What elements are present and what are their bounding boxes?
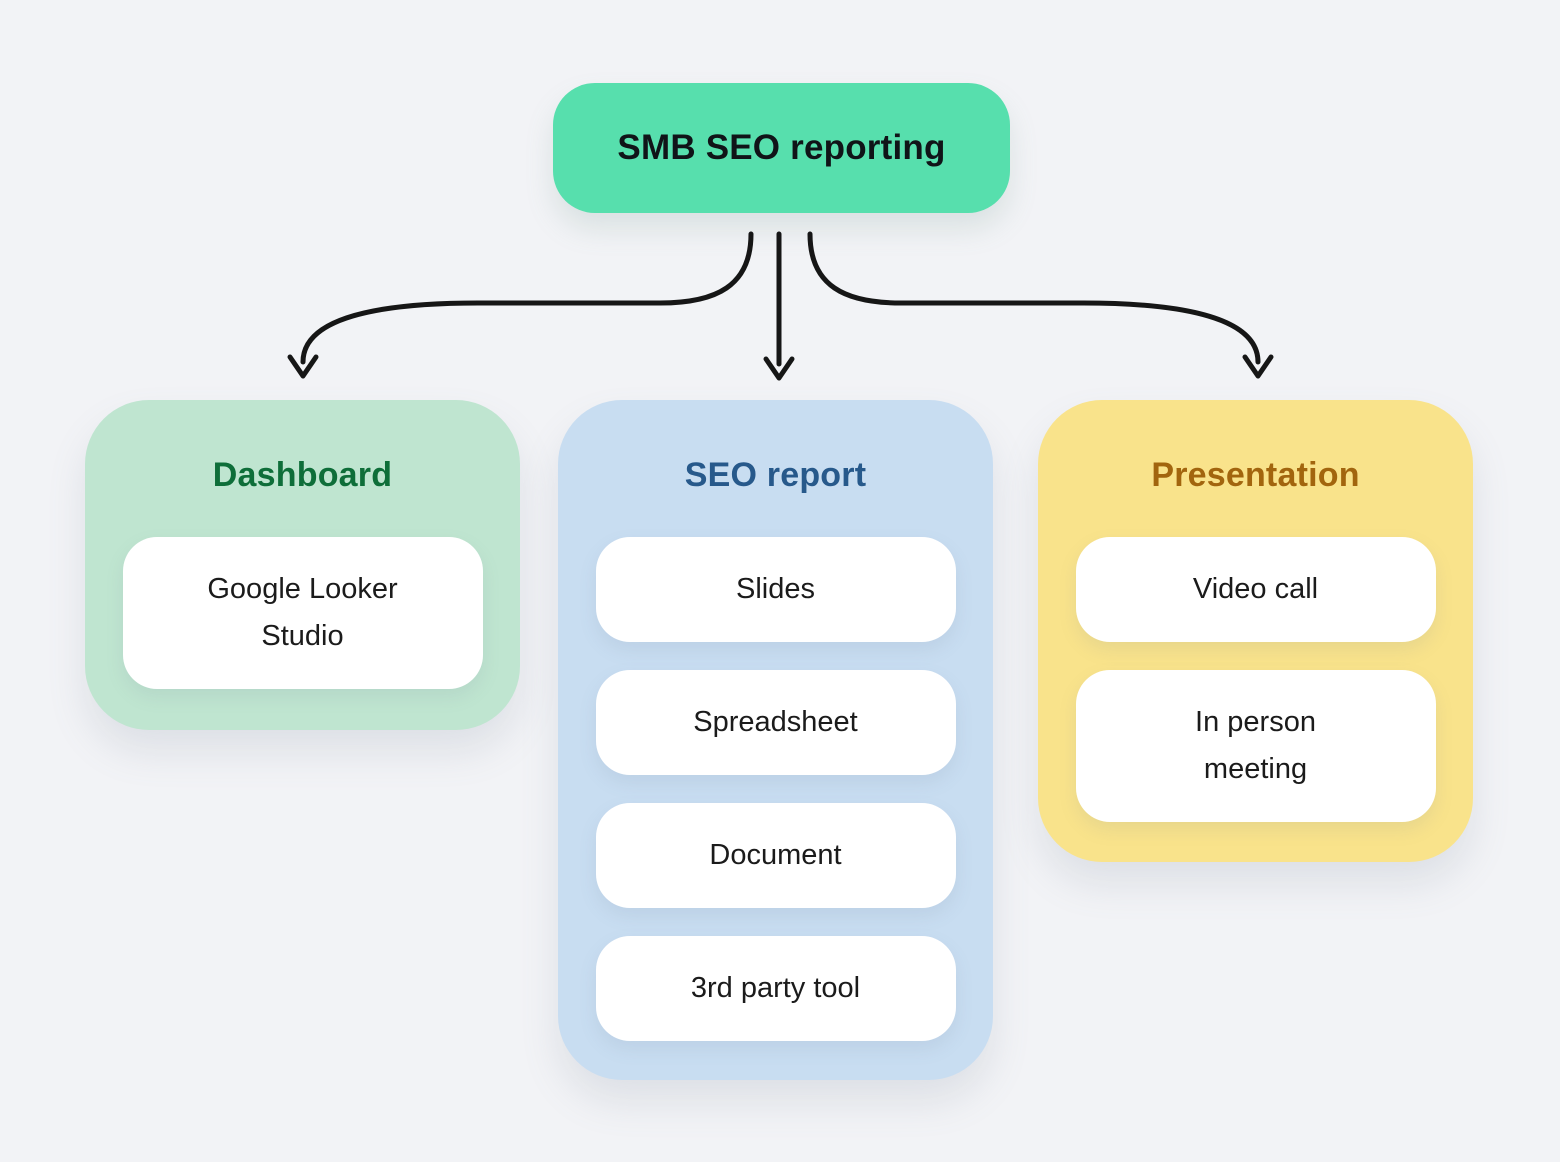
node-label: Spreadsheet (693, 706, 858, 738)
arrowhead-seo-report (763, 356, 795, 381)
node-document: Document (595, 803, 956, 908)
arrow-to-presentation (807, 231, 1261, 365)
node-label: Google Looker Studio (207, 573, 398, 652)
group-seo-report: SEO report Slides Spreadsheet Document 3… (558, 400, 993, 1080)
node-label: In person meeting (1195, 706, 1316, 785)
node-label: 3rd party tool (690, 972, 861, 1004)
arrowhead-dashboard (287, 354, 319, 379)
group-dashboard: Dashboard Google Looker Studio (85, 400, 520, 730)
group-dashboard-items: Google Looker Studio (122, 537, 483, 689)
node-slides: Slides (595, 537, 956, 642)
group-presentation-items: Video call In person meeting (1075, 537, 1436, 822)
node-label: Document (709, 839, 842, 871)
node-in-person-meeting: In person meeting (1075, 670, 1436, 822)
root-node-label: SMB SEO reporting (617, 128, 946, 167)
node-smb-seo-reporting: SMB SEO reporting (553, 83, 1010, 213)
arrowhead-presentation (1242, 354, 1274, 379)
group-seo-report-title: SEO report (684, 456, 867, 494)
node-spreadsheet: Spreadsheet (595, 670, 956, 775)
node-label: Video call (1192, 573, 1319, 605)
node-google-looker-studio: Google Looker Studio (122, 537, 483, 689)
group-seo-report-items: Slides Spreadsheet Document 3rd party to… (595, 537, 956, 1041)
group-dashboard-title: Dashboard (212, 456, 393, 494)
node-3rd-party-tool: 3rd party tool (595, 936, 956, 1041)
node-label: Slides (736, 573, 815, 605)
group-presentation: Presentation Video call In person meetin… (1038, 400, 1473, 862)
group-presentation-title: Presentation (1151, 456, 1360, 494)
node-video-call: Video call (1075, 537, 1436, 642)
arrow-to-dashboard (300, 231, 754, 365)
